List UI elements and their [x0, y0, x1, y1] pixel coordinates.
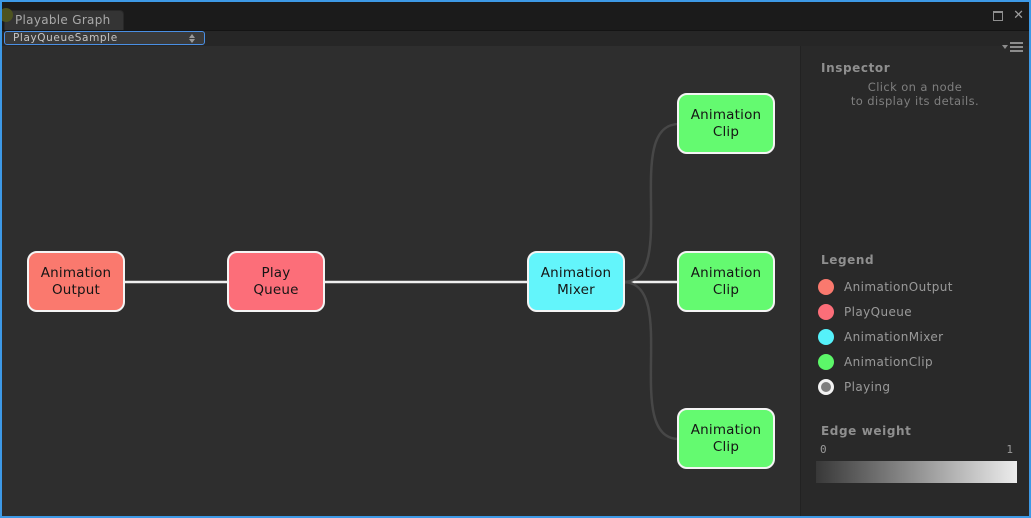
- graph-edges: [123, 122, 680, 441]
- legend-swatch-icon: [818, 378, 834, 395]
- legend-item-label: AnimationClip: [844, 354, 934, 369]
- legend-title: Legend: [821, 253, 875, 267]
- legend-swatch-icon: [818, 278, 834, 295]
- edge-animation-mixer-to-animation-clip-top: [622, 122, 680, 284]
- tab-strip: Playable Graph ✕: [2, 2, 1029, 52]
- inspector-hint-line1: Click on a node: [867, 80, 963, 94]
- legend-item-playqueue: PlayQueue: [818, 299, 1029, 324]
- graph-selector-value: PlayQueueSample: [13, 32, 118, 44]
- chevron-down-icon: [1002, 45, 1008, 49]
- main-content: Animation Output Play Queue Animation Mixe…: [2, 46, 1029, 516]
- legend-item-animationoutput: AnimationOutput: [818, 274, 1029, 299]
- edge-weight-max: 1: [1006, 443, 1013, 456]
- node-animation-clip-middle[interactable]: Animation Clip: [677, 251, 775, 312]
- edge-weight-scale: 0 1: [816, 443, 1017, 456]
- inspector-panel: Inspector Click on a node to display its…: [800, 46, 1029, 516]
- node-animation-mixer[interactable]: Animation Mixer: [527, 251, 625, 312]
- close-icon[interactable]: ✕: [1013, 8, 1024, 23]
- tab-title: Playable Graph: [15, 13, 111, 27]
- legend-item-animationmixer: AnimationMixer: [818, 324, 1029, 349]
- legend-item-label: Playing: [844, 379, 891, 394]
- inspector-hint-line2: to display its details.: [850, 93, 980, 108]
- graph-canvas[interactable]: Animation Output Play Queue Animation Mixe…: [2, 46, 800, 516]
- node-animation-clip-bottom[interactable]: Animation Clip: [677, 408, 775, 469]
- dropdown-arrows-icon: [189, 34, 195, 43]
- inspector-title: Inspector: [821, 61, 891, 75]
- hamburger-icon: [1010, 42, 1023, 52]
- inspector-hint: Click on a node to display its details.: [801, 80, 1029, 108]
- legend-item-label: PlayQueue: [844, 304, 913, 319]
- window-controls: ✕: [993, 8, 1024, 23]
- legend-swatch-icon: [818, 328, 834, 345]
- node-animation-clip-top[interactable]: Animation Clip: [677, 93, 775, 154]
- graph-selector-dropdown[interactable]: PlayQueueSample: [4, 31, 205, 45]
- legend-swatch-icon: [818, 303, 834, 320]
- edge-weight-min: 0: [820, 443, 827, 456]
- edge-weight-title: Edge weight: [821, 424, 912, 438]
- legend-item-label: AnimationOutput: [844, 279, 953, 294]
- node-play-queue[interactable]: Play Queue: [227, 251, 325, 312]
- legend-item-animationclip: AnimationClip: [818, 349, 1029, 374]
- record-dot-icon: [2, 8, 13, 22]
- legend-swatch-icon: [818, 353, 834, 370]
- tab-playable-graph[interactable]: Playable Graph: [4, 10, 124, 30]
- window-menu-button[interactable]: [1002, 42, 1023, 52]
- legend-item-playing: Playing: [818, 374, 1029, 399]
- edge-weight-gradient-bar: [816, 461, 1017, 483]
- legend-item-label: AnimationMixer: [844, 329, 944, 344]
- maximize-icon[interactable]: [993, 11, 1004, 21]
- toolbar: PlayQueueSample: [2, 30, 1029, 46]
- edge-animation-mixer-to-animation-clip-bottom: [622, 280, 680, 441]
- node-animation-output[interactable]: Animation Output: [27, 251, 125, 312]
